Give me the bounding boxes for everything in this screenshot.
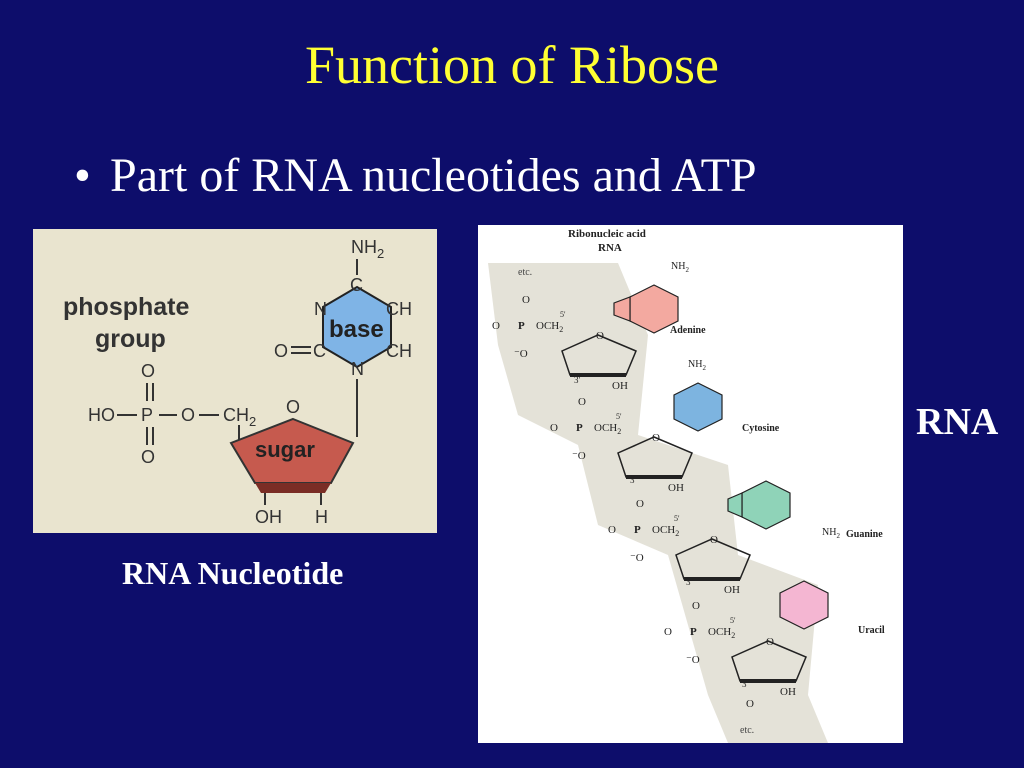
atom-ch-right: CH (386, 299, 412, 319)
atom-n-bottom: N (351, 359, 364, 379)
rna-unit-1: O O P OCH2 5' ⁻O O 3' OH NH2 Adenine (492, 261, 706, 392)
etc-bottom: etc. (740, 725, 754, 736)
caption-rna-nucleotide: RNA Nucleotide (122, 555, 344, 591)
svg-text:NH2: NH2 (688, 359, 706, 372)
atom-n-left: N (314, 299, 327, 319)
svg-text:OH: OH (668, 482, 684, 494)
svg-text:3': 3' (742, 679, 749, 689)
atom-o-top: O (141, 361, 155, 381)
etc-top: etc. (518, 267, 532, 278)
svg-text:⁻O: ⁻O (686, 654, 700, 666)
svg-text:P: P (576, 422, 583, 434)
bullet-point: • Part of RNA nucleotides and ATP (74, 149, 757, 203)
bullet-marker: • (74, 149, 91, 202)
atom-c-bottom: C (313, 341, 326, 361)
svg-text:P: P (634, 524, 641, 536)
atom-p: P (141, 405, 153, 425)
svg-text:OCH2: OCH2 (652, 524, 679, 538)
svg-text:5': 5' (560, 310, 566, 319)
svg-text:O: O (746, 698, 754, 710)
svg-text:5': 5' (674, 514, 680, 523)
phosphate-label-line2: group (95, 325, 166, 353)
base-name-cytosine: Cytosine (742, 423, 780, 434)
svg-text:⁻O: ⁻O (572, 450, 586, 462)
sugar-label: sugar (255, 437, 315, 462)
atom-oh: OH (255, 507, 282, 527)
svg-text:NH2: NH2 (822, 527, 840, 540)
svg-text:O: O (522, 294, 530, 306)
svg-text:P: P (690, 626, 697, 638)
rna-title-line1: Ribonucleic acid (568, 228, 646, 240)
svg-text:OH: OH (612, 380, 628, 392)
atom-c-top: C (350, 275, 363, 295)
atom-o-ring: O (286, 397, 300, 417)
nucleotide-diagram: phosphate group base NH2 C N CH C CH N O… (63, 237, 412, 527)
base-name-adenine: Adenine (670, 325, 706, 336)
sugar-ring-edge (255, 483, 331, 493)
svg-text:O: O (550, 422, 558, 434)
base-ring (322, 285, 392, 369)
rna-unit-2: O O P OCH2 5' ⁻O O 3' OH NH2 Cytosine (550, 359, 780, 494)
caption-rna: RNA (916, 401, 999, 443)
base-name-guanine: Guanine (846, 529, 883, 540)
rna-strand-figure: Ribonucleic acid RNA etc. etc. O O P OCH… (478, 225, 903, 743)
rna-unit-3: O O P OCH2 5' ⁻O O 3' OH NH2 Guanine (608, 480, 883, 596)
atom-ch-bottom: CH (386, 341, 412, 361)
svg-text:⁻O: ⁻O (514, 348, 528, 360)
atom-o-bottom: O (141, 447, 155, 467)
base-name-uracil: Uracil (858, 625, 885, 636)
base-guanine-ring (741, 480, 791, 530)
svg-text:O: O (664, 626, 672, 638)
svg-text:OCH2: OCH2 (708, 626, 735, 640)
svg-text:⁻O: ⁻O (630, 552, 644, 564)
svg-text:O: O (492, 320, 500, 332)
svg-text:P: P (518, 320, 525, 332)
svg-text:O: O (608, 524, 616, 536)
base-cytosine-ring (673, 382, 723, 432)
svg-text:O: O (596, 330, 604, 342)
svg-text:O: O (652, 432, 660, 444)
svg-text:NH2: NH2 (671, 261, 689, 274)
svg-text:3': 3' (630, 475, 637, 485)
backbone-band (488, 263, 828, 743)
svg-text:5': 5' (616, 412, 622, 421)
base-uracil-ring (779, 580, 829, 630)
svg-text:O: O (578, 396, 586, 408)
rna-unit-4: O O P OCH2 5' ⁻O O 3' OH Uracil O (664, 580, 885, 710)
svg-text:O: O (766, 636, 774, 648)
rna-title-line2: RNA (598, 242, 622, 254)
atom-ch2: CH2 (223, 405, 256, 429)
svg-text:OCH2: OCH2 (594, 422, 621, 436)
atom-h: H (315, 507, 328, 527)
nucleotide-figure: phosphate group base NH2 C N CH C CH N O… (33, 229, 437, 533)
bullet-text: Part of RNA nucleotides and ATP (110, 149, 757, 202)
svg-text:O: O (636, 498, 644, 510)
svg-text:5': 5' (730, 616, 736, 625)
svg-text:O: O (710, 534, 718, 546)
svg-text:OH: OH (724, 584, 740, 596)
svg-text:3': 3' (574, 375, 581, 385)
slide-title: Function of Ribose (305, 35, 719, 95)
svg-text:OH: OH (780, 686, 796, 698)
svg-text:3': 3' (686, 577, 693, 587)
atom-o-link: O (181, 405, 195, 425)
svg-text:O: O (692, 600, 700, 612)
atom-nh2: NH2 (351, 237, 384, 261)
rna-strand-diagram: Ribonucleic acid RNA etc. etc. O O P OCH… (488, 228, 885, 743)
base-label: base (329, 316, 384, 343)
atom-ho: HO (88, 405, 115, 425)
phosphate-label-line1: phosphate (63, 293, 189, 321)
atom-o-double: O (274, 341, 288, 361)
svg-text:OCH2: OCH2 (536, 320, 563, 334)
